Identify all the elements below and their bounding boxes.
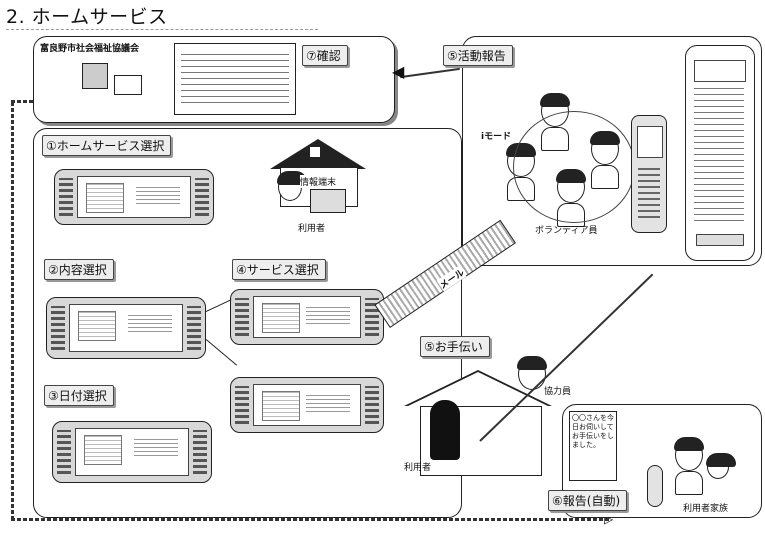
family-body-1 <box>675 471 703 495</box>
main-service-panel: ①ホームサービス選択 情報端末 利用者 ②内容選択 ④サービス選択 ③日付選択 <box>33 128 462 518</box>
bottom-return-line <box>11 518 611 521</box>
info-terminal-label: 情報端末 <box>300 175 336 188</box>
user-face <box>278 173 302 201</box>
confirm-arrowhead: ◀ <box>392 62 404 81</box>
step-select-home-service-tag: ①ホームサービス選択 <box>42 135 171 156</box>
step-date-select-tag: ③日付選択 <box>44 385 114 406</box>
user-label-help: 利用者 <box>404 460 431 473</box>
tv-screen-service-select <box>230 289 384 345</box>
tv-screen-date-select <box>52 421 212 483</box>
mobile-phone-icon <box>631 115 667 233</box>
council-name: 富良野市社会福祉協議会 <box>40 41 139 54</box>
user-label-home: 利用者 <box>298 221 325 234</box>
council-pc-icon <box>82 63 108 89</box>
tv-screen-content-select <box>46 297 206 359</box>
report-message-text: 〇〇さんを今日お伺いしてお手伝いをしました。 <box>572 414 614 449</box>
page-title: 2. ホームサービス <box>6 2 318 30</box>
volunteer-label: ボランティア員 <box>535 223 597 236</box>
imode-label: iモード <box>481 129 511 142</box>
council-document <box>174 43 296 115</box>
user-family-label: 利用者家族 <box>683 501 728 514</box>
family-phone-icon <box>647 465 663 507</box>
house-window <box>310 147 320 157</box>
family-face-1 <box>675 439 703 471</box>
step-report-auto-tag: ⑥報告(自動) <box>548 490 627 511</box>
connector-content-to-service <box>206 299 232 312</box>
cooperator-label: 協力員 <box>544 384 571 397</box>
step-help-tag: ⑤お手伝い <box>420 336 490 357</box>
step-service-select-tag: ④サービス選択 <box>232 259 326 280</box>
council-address-text <box>78 97 128 111</box>
phone-screen-panel <box>685 45 755 261</box>
council-printer-icon <box>114 75 142 95</box>
info-terminal-icon <box>310 189 346 213</box>
connector-content-to-confirm <box>206 339 238 366</box>
tv-screen-home-service <box>54 169 214 225</box>
step-content-select-tag: ②内容選択 <box>44 259 114 280</box>
cooperator-face <box>518 358 546 390</box>
family-face-2 <box>707 455 729 479</box>
step-activity-report-tag: ⑤活動報告 <box>443 45 513 66</box>
top-return-line <box>11 100 33 103</box>
left-return-line <box>11 100 14 520</box>
confirm-arrow <box>400 68 460 78</box>
volunteer-circle <box>513 111 635 223</box>
step-confirm-tag: ⑦確認 <box>302 45 348 66</box>
council-panel: 富良野市社会福祉協議会 ⑦確認 <box>33 36 395 123</box>
report-message-box: 〇〇さんを今日お伺いしてお手伝いをしました。 <box>569 411 617 481</box>
help-user-figure <box>430 400 460 460</box>
tv-screen-service-confirm <box>230 377 384 433</box>
